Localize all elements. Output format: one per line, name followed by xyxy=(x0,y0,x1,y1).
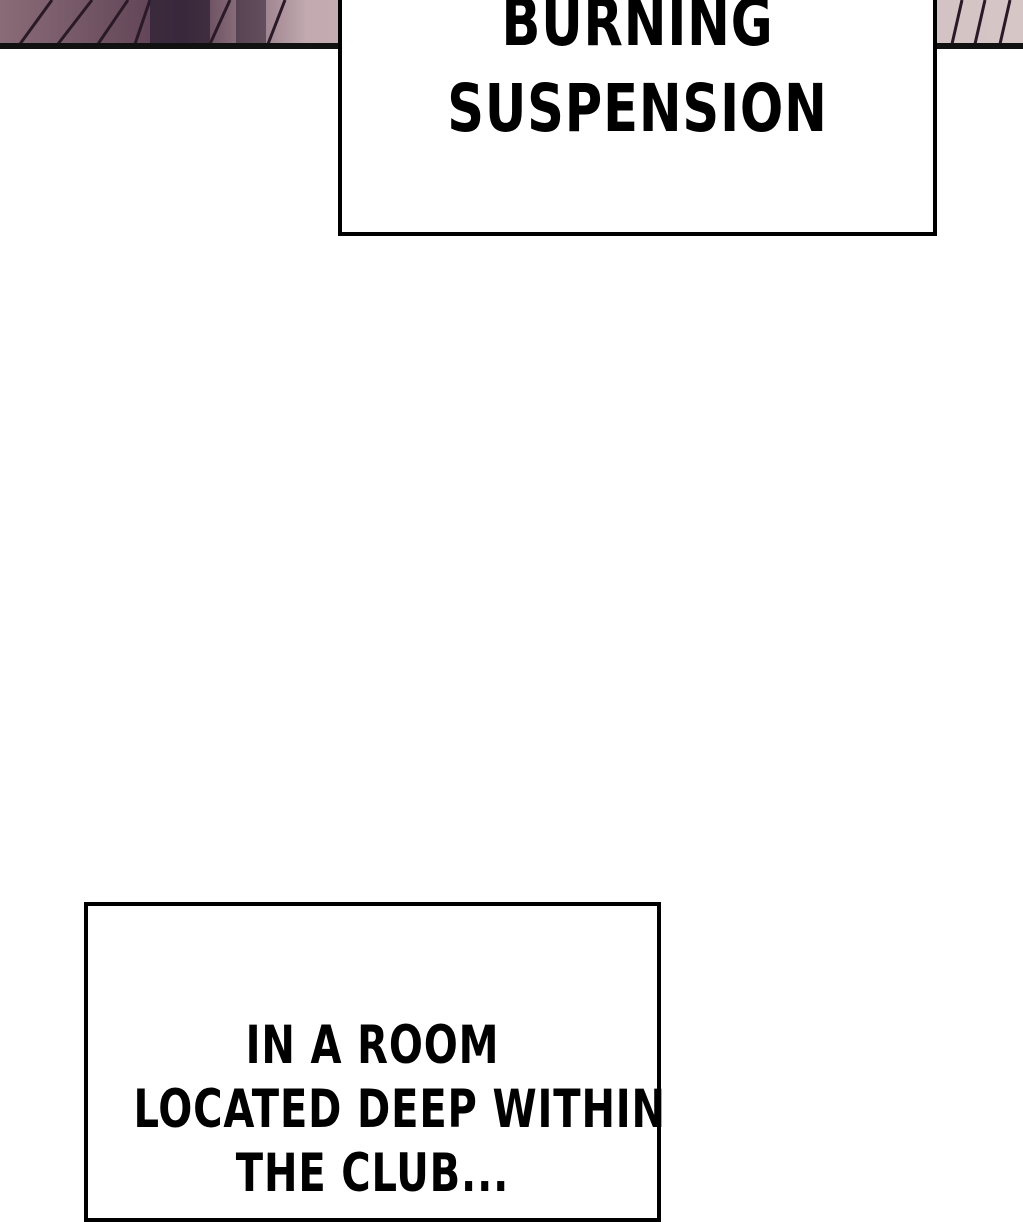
narration-text-top: BURNING SUSPENSION xyxy=(383,0,891,152)
narration-line: BURNING xyxy=(501,0,774,61)
narration-box-bottom: IN A ROOM LOCATED DEEP WITHIN THE CLUB..… xyxy=(84,902,666,1222)
narration-box-top: BURNING SUSPENSION xyxy=(338,0,937,236)
narration-text-bottom: IN A ROOM LOCATED DEEP WITHIN THE CLUB..… xyxy=(133,1014,666,1206)
narration-line: THE CLUB... xyxy=(235,1143,510,1204)
narration-line: LOCATED DEEP WITHIN xyxy=(133,1079,666,1140)
narration-line: IN A ROOM xyxy=(245,1015,500,1076)
narration-line: SUSPENSION xyxy=(447,70,828,147)
